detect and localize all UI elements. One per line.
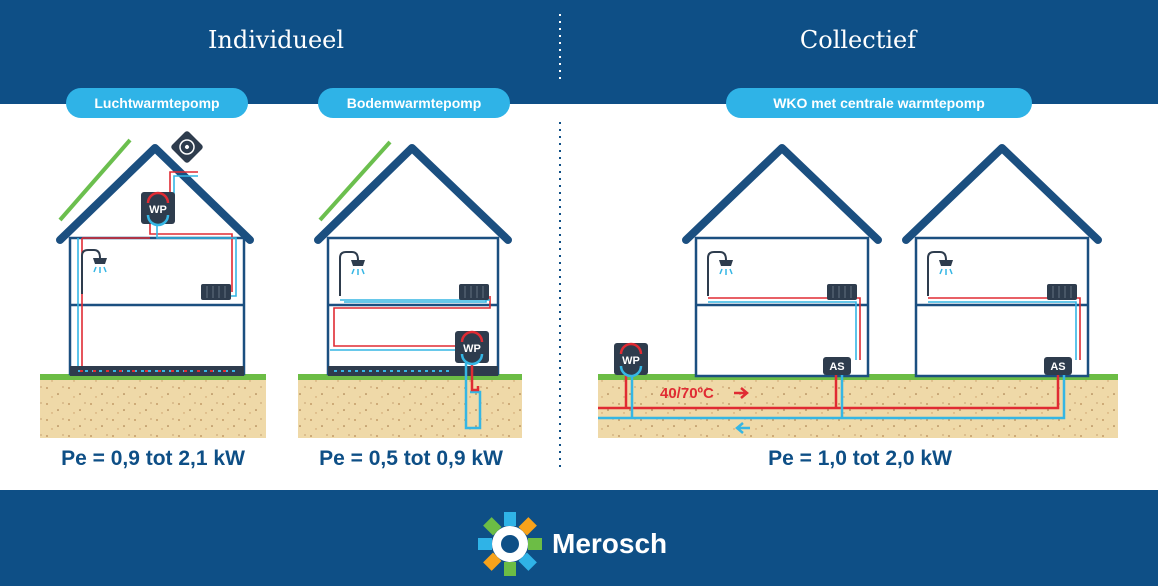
header-band — [0, 0, 1158, 104]
solar-panel — [318, 140, 392, 222]
roof — [56, 144, 254, 244]
temperature-label: 40/70ºC — [660, 385, 714, 402]
label-bodemwarmtepomp: Bodemwarmtepomp — [318, 88, 510, 118]
footer-band — [0, 490, 1158, 586]
collective-system: 40/70ºC — [598, 144, 1118, 438]
section-title-individueel: Individueel — [207, 26, 345, 54]
hot-pipe — [598, 375, 1060, 410]
label-luchtwarmtepomp: Luchtwarmtepomp — [66, 88, 248, 118]
pe-luchtwarmtepomp: Pe = 0,9 tot 2,1 kW — [61, 447, 245, 470]
pe-bodemwarmtepomp: Pe = 0,5 tot 0,9 kW — [319, 447, 503, 470]
label-wko: WKO met centrale warmtepomp — [726, 88, 1032, 118]
return-arrow-icon — [735, 422, 750, 434]
solar-panel — [58, 138, 132, 222]
house-bodemwarmtepomp — [298, 140, 522, 438]
fan-unit — [171, 131, 203, 163]
house-luchtwarmtepomp — [40, 131, 266, 438]
pe-wko: Pe = 1,0 tot 2,0 kW — [768, 447, 952, 470]
flow-arrow-icon — [734, 387, 749, 399]
roof — [902, 144, 1102, 244]
roof — [314, 144, 512, 244]
roof — [682, 144, 882, 244]
section-title-collectief: Collectief — [799, 26, 917, 54]
merosch-logo-icon — [478, 512, 542, 576]
cold-pipe — [598, 375, 1066, 420]
brand-name: Merosch — [552, 528, 668, 559]
